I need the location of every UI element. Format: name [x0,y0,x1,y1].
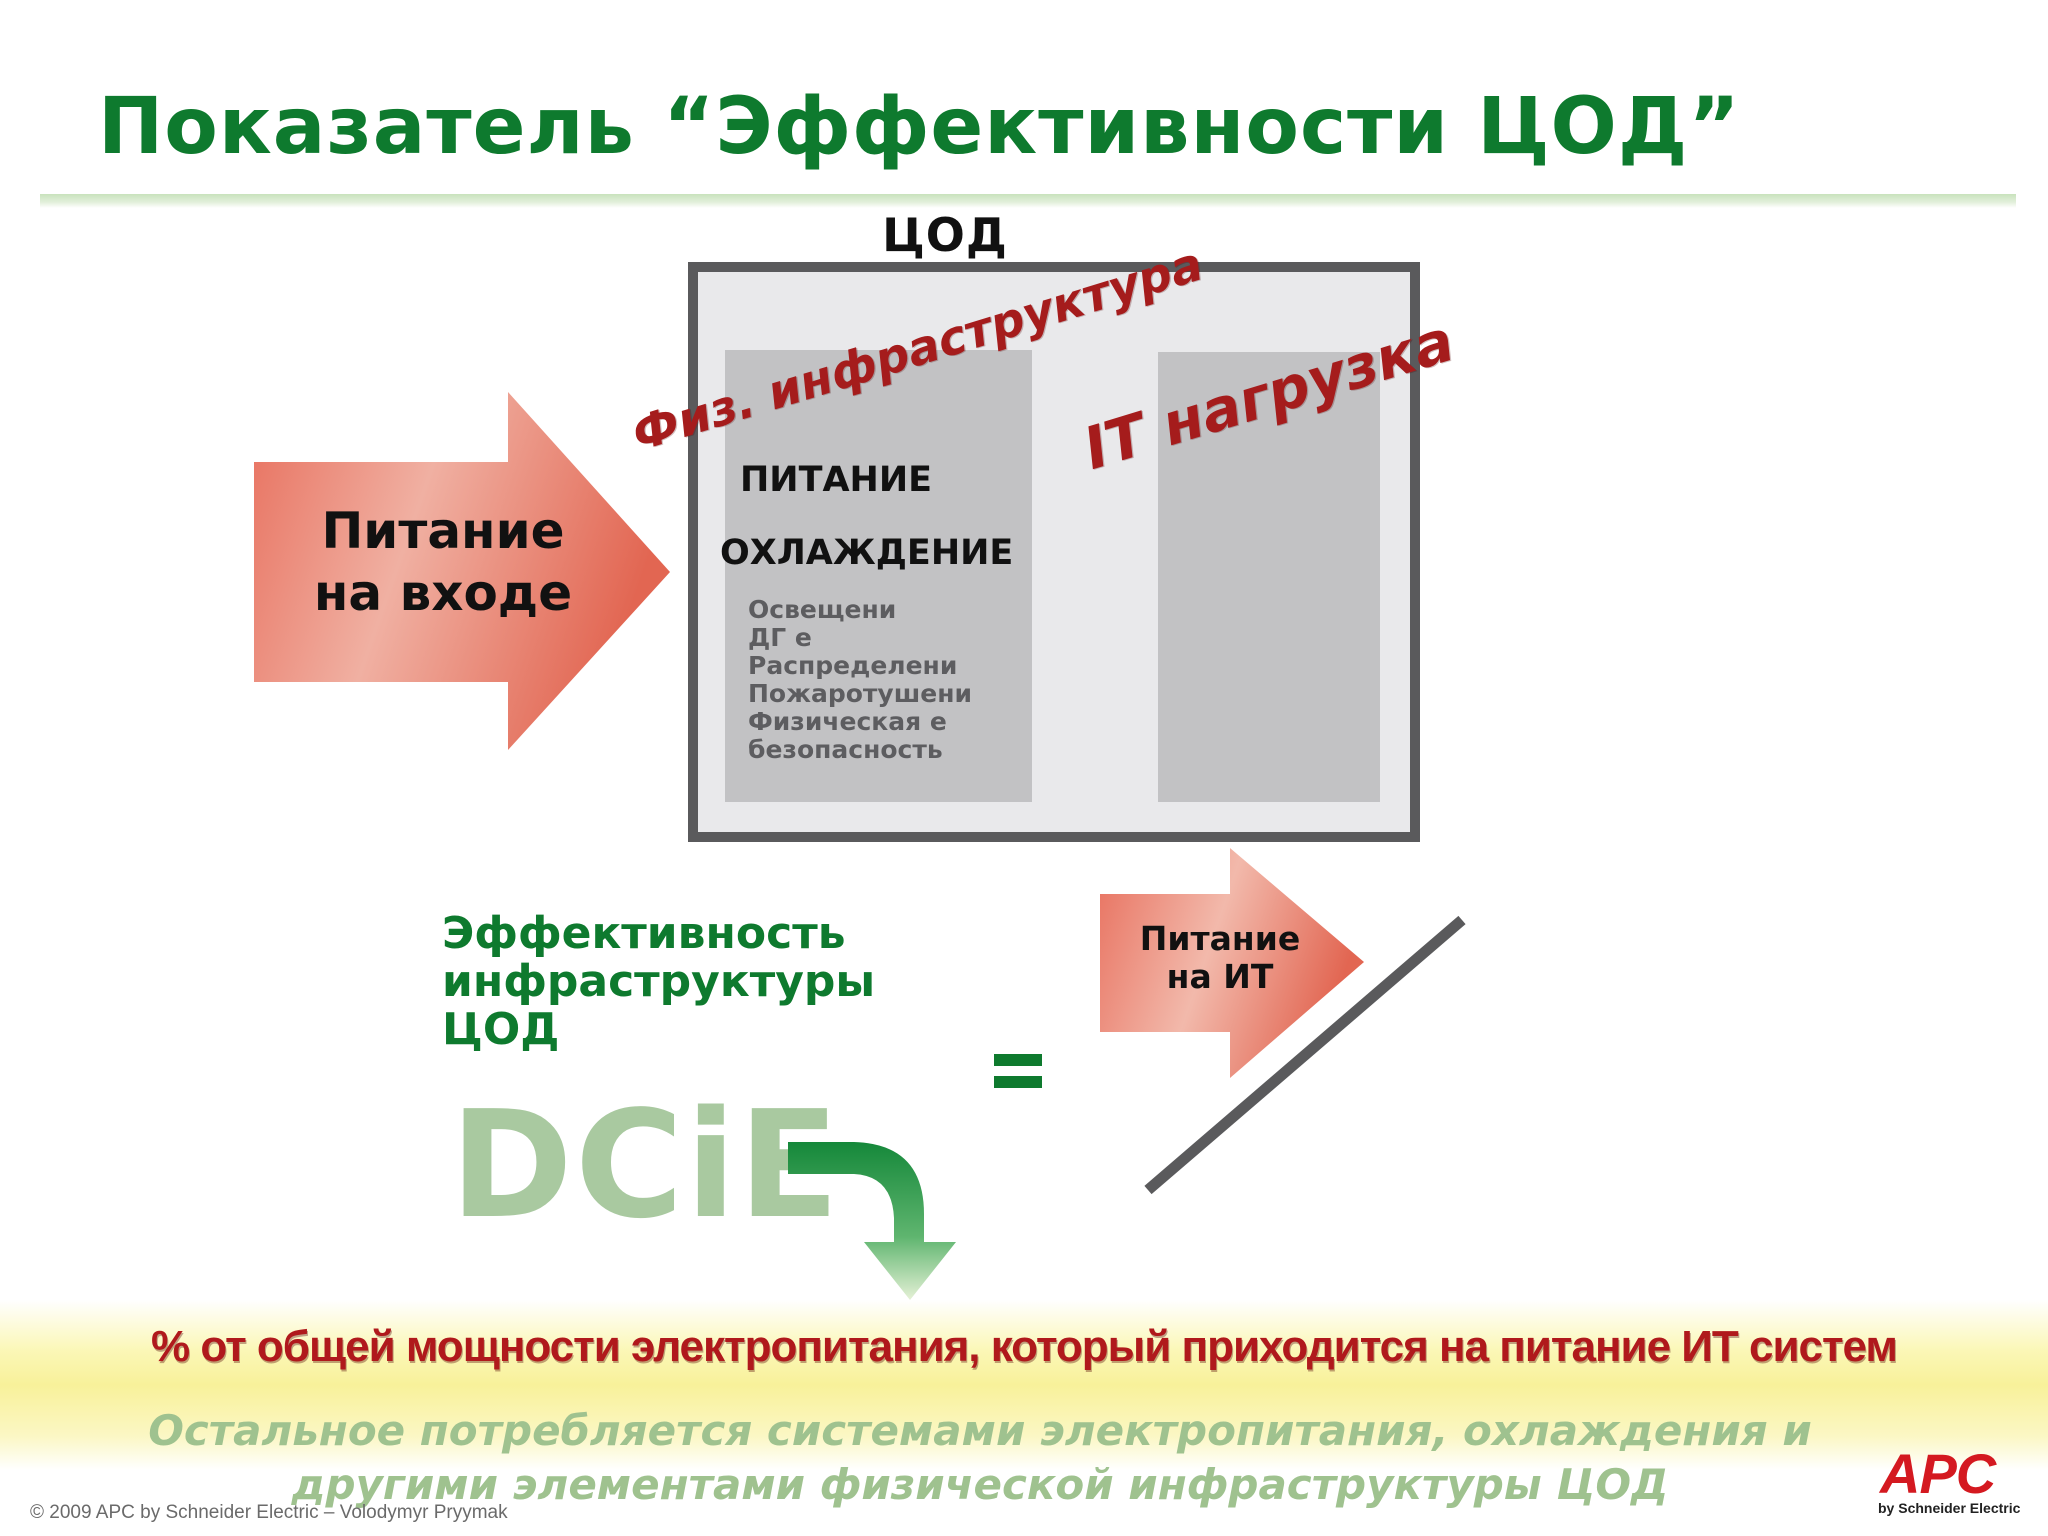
infrastructure-column [725,350,1032,802]
infra-item: Освещени [748,595,897,624]
infra-item: ДГ е [748,623,812,652]
cod-label: ЦОД [882,208,1008,262]
it-power-arrow [1100,848,1364,1078]
it-load-column [1158,352,1380,802]
it-power-line2: на ИТ [1166,957,1274,996]
efficiency-line1: Эффективность [442,908,846,959]
infra-item: Распределени [748,651,958,680]
definition-text: % от общей мощности электропитания, кото… [151,1322,1898,1371]
it-power-line1: Питание [1139,919,1301,958]
it-power-text: Питание на ИТ [1110,920,1330,996]
dcie-logo-text: DCiE [450,1079,842,1251]
efficiency-line3: ЦОД [442,1004,560,1055]
cooling-heading: ОХЛАЖДЕНИЕ [720,533,1014,573]
division-slash [1144,915,1466,1195]
input-power-line1: Питание [321,502,565,560]
apc-logo: APC [1880,1442,1996,1505]
curved-down-arrow [788,1142,956,1300]
input-power-text: Питание на входе [268,500,618,624]
input-power-arrow [254,392,670,750]
highlight-band [0,1300,2048,1470]
remainder-text: Остальное потребляется системами электро… [148,1406,1812,1509]
title-underline [40,194,2016,208]
page-title: Показатель “Эффективности ЦОД” [98,82,1741,172]
input-power-line2: на входе [313,564,573,622]
equals-sign [994,1054,1042,1090]
efficiency-label: Эффективность инфраструктуры ЦОД [442,910,875,1054]
infra-item: Физическая е [748,707,947,736]
infrastructure-items: Освещени ДГ е Распределени Пожаротушени … [748,596,972,764]
copyright-text: © 2009 APC by Schneider Electric – Volod… [30,1502,508,1523]
infra-item: Пожаротушени [748,679,972,708]
infra-item: безопасность [748,735,943,764]
power-heading: ПИТАНИЕ [740,460,933,500]
apc-logo-subtitle: by Schneider Electric [1878,1500,2021,1516]
efficiency-line2: инфраструктуры [442,956,876,1007]
